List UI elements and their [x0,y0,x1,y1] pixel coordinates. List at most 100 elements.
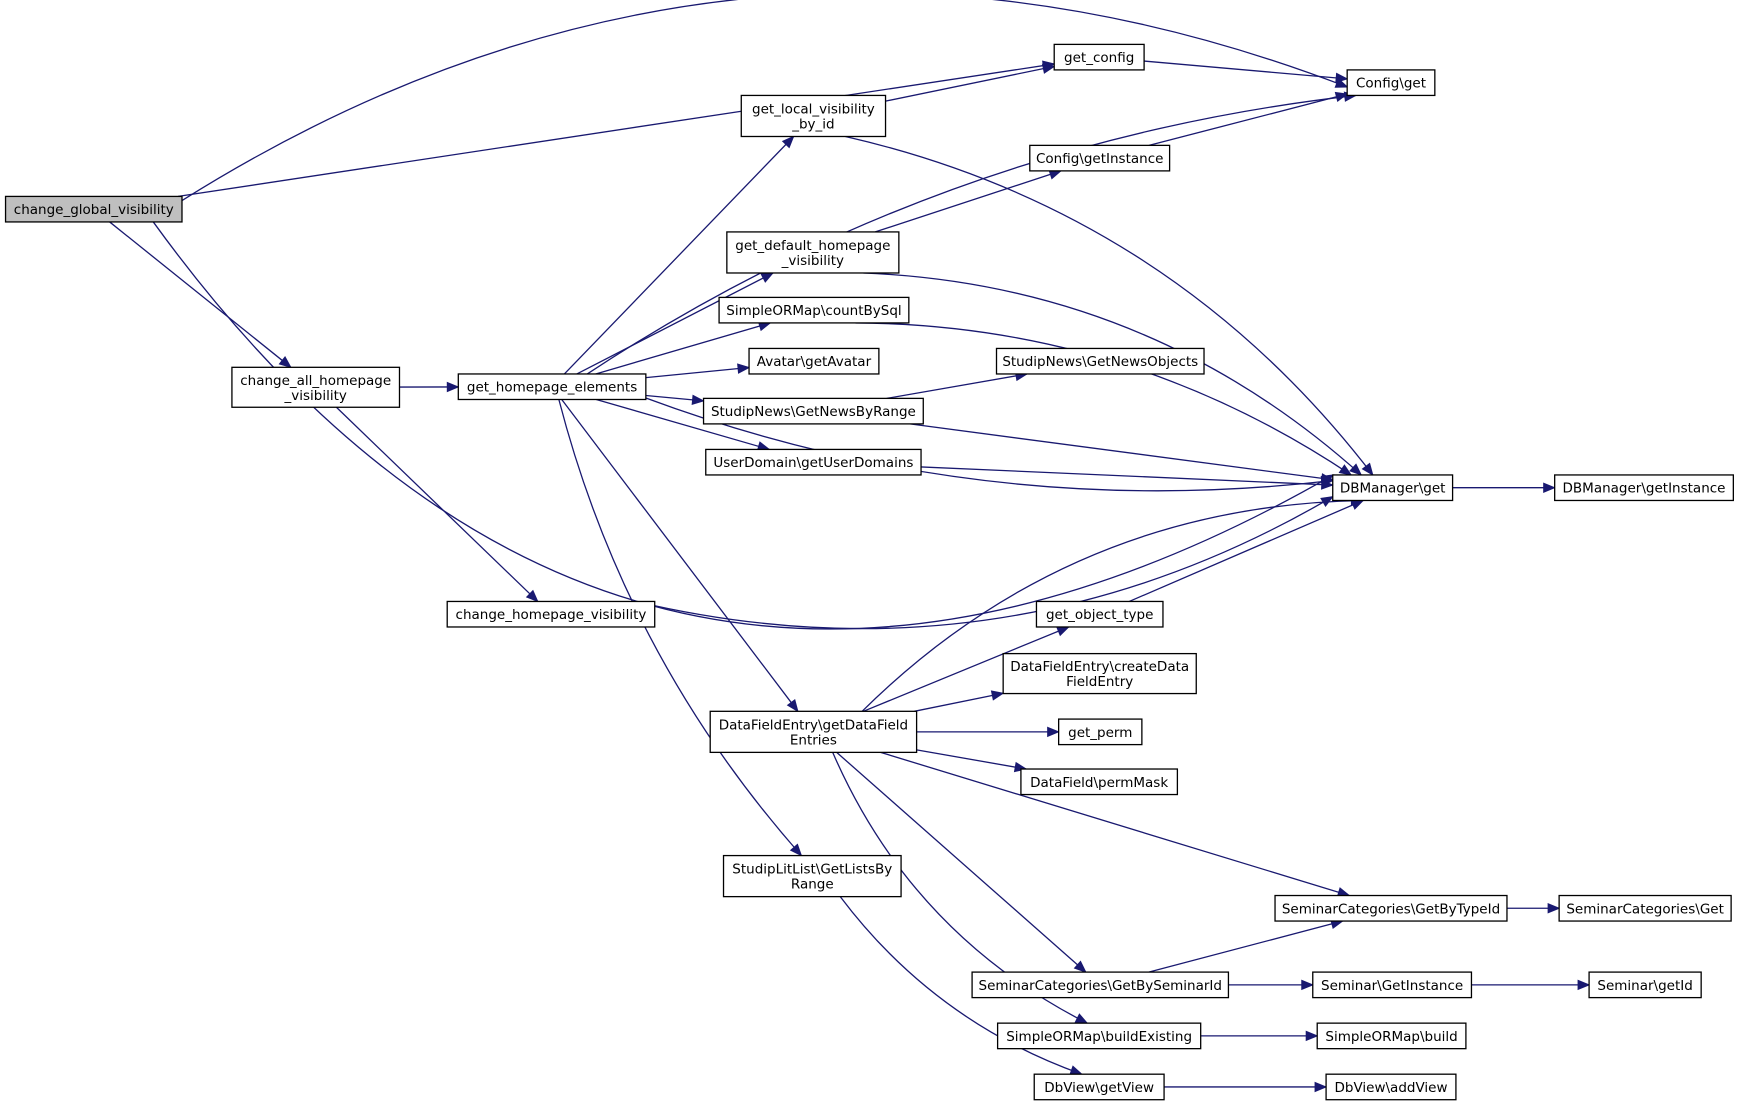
arrowhead-icon [278,356,292,369]
node-label: _visibility [781,253,844,269]
edge-ghe-to-glv [563,136,795,375]
node-box [1020,768,1179,796]
graph-node-dbg[interactable]: DBManager\get [1332,474,1454,502]
arrowhead-icon [446,381,460,393]
graph-node-scg[interactable]: SeminarCategories\Get [1558,894,1732,922]
graph-node-dfpm[interactable]: DataField\permMask [1020,768,1179,796]
graph-node-dbgi[interactable]: DBManager\getInstance [1554,474,1734,502]
edge-dfegdfe-to-got [863,626,1069,712]
node-box [740,94,887,138]
arrowhead-icon [1069,1065,1084,1076]
edge-cgv-to-gcfg [178,63,1055,198]
edge-ghe-to-socbs [595,322,771,375]
graph-node-cahv[interactable]: change_all_homepage_visibility [231,366,401,408]
node-label: Seminar\GetInstance [1321,978,1463,994]
graph-node-got[interactable]: get_object_type [1035,600,1164,628]
graph-node-sgi[interactable]: Seminar\GetInstance [1312,971,1473,999]
graph-node-dvgv[interactable]: DbView\getView [1033,1073,1165,1101]
edge-ghe-to-avga [645,366,750,379]
graph-node-scgbsi[interactable]: SeminarCategories\GetBySeminarId [971,971,1230,999]
node-label: Config\getInstance [1036,151,1163,167]
arrowhead-icon [1334,91,1349,102]
node-box [726,231,900,274]
node-label: change_homepage_visibility [456,607,647,623]
graph-node-cget[interactable]: Config\get [1346,69,1436,97]
graph-node-ghe[interactable]: get_homepage_elements [457,373,647,401]
graph-node-glv[interactable]: get_local_visibility_by_id [740,94,887,138]
arrowhead-icon [990,690,1005,701]
nodes-layer: change_global_visibility change_all_homep… [4,43,1734,1101]
node-label: DbView\addView [1335,1080,1448,1096]
node-label: change_all_homepage [240,373,391,389]
node-label: _visibility [284,388,347,404]
node-label: _by_id [791,116,834,132]
graph-node-sob[interactable]: SimpleORMap\build [1316,1022,1467,1050]
node-label: DataField\permMask [1030,775,1168,791]
node-box [4,195,183,223]
node-label: SimpleORMap\countBySql [726,303,901,319]
node-label: FieldEntry [1066,674,1133,690]
edge-glv-to-dbg [845,135,1374,476]
node-box [1312,971,1473,999]
node-label: change_global_visibility [14,202,174,218]
graph-node-sngno[interactable]: StudipNews\GetNewsObjects [995,347,1205,375]
arrowhead-icon [1301,979,1315,991]
node-box [1558,894,1732,922]
graph-node-chv[interactable]: change_homepage_visibility [446,600,656,628]
node-label: DataFieldEntry\createData [1010,659,1189,675]
graph-node-cgi[interactable]: Config\getInstance [1029,144,1171,172]
graph-node-sngnbr[interactable]: StudipNews\GetNewsByRange [702,397,924,425]
graph-node-sgid[interactable]: Seminar\getId [1588,971,1702,999]
arrowhead-icon [1314,1081,1328,1093]
node-box [1002,652,1197,695]
node-label: StudipNews\GetNewsByRange [711,404,916,420]
edge-cgv-to-dbg [152,221,1334,630]
arrowhead-icon [1543,482,1557,493]
node-label: get_object_type [1046,607,1153,623]
graph-node-socbs[interactable]: SimpleORMap\countBySql [718,296,910,324]
node-label: Avatar\getAvatar [757,354,872,370]
edge-scgbsi-to-scgbti [1148,920,1343,973]
edge-ghe-to-dbg [645,397,1333,492]
arrowhead-icon [1335,72,1349,84]
edge-got-to-dbg [1129,499,1364,603]
graph-node-udgud[interactable]: UserDomain\getUserDomains [705,448,922,476]
edge-socbs-to-dbg [855,322,1352,476]
node-label: get_default_homepage [735,238,890,254]
node-box [718,296,910,324]
graph-node-avga[interactable]: Avatar\getAvatar [748,347,880,375]
graph-node-dvav[interactable]: DbView\addView [1325,1073,1457,1101]
graph-node-gperm[interactable]: get_perm [1057,718,1143,746]
edge-ghe-to-sllglbr [558,399,802,857]
node-box [1057,718,1143,746]
node-box [1029,144,1171,172]
graph-node-gcfg[interactable]: get_config [1053,43,1145,71]
arrowhead-icon [1361,462,1374,476]
arrowhead-icon [760,272,775,283]
edge-dfegdfe-to-scgbti [880,751,1350,897]
node-box [1035,600,1164,628]
node-box [446,600,656,628]
arrowhead-icon [1349,463,1363,476]
node-box [702,397,924,425]
graph-node-sobe[interactable]: SimpleORMap\buildExisting [996,1022,1202,1050]
edge-cgv-to-cahv [109,221,292,368]
node-label: StudipNews\GetNewsObjects [1002,354,1198,370]
node-box [748,347,880,375]
arrowhead-icon [525,589,539,603]
graph-node-gdhv[interactable]: get_default_homepage_visibility [726,231,900,274]
edge-udgud-to-dbg [921,466,1333,486]
graph-node-scgbti[interactable]: SeminarCategories\GetByTypeId [1274,894,1508,922]
node-label: get_config [1064,50,1134,66]
arrowhead-icon [737,363,751,374]
arrowhead-icon [786,698,799,713]
node-box [1053,43,1145,71]
node-label: SeminarCategories\GetByTypeId [1282,901,1500,917]
edge-dfegdfe-to-dfpm [916,749,1027,770]
node-label: StudipLitList\GetListsBy [732,862,892,878]
graph-node-cgv[interactable]: change_global_visibility [4,195,183,223]
